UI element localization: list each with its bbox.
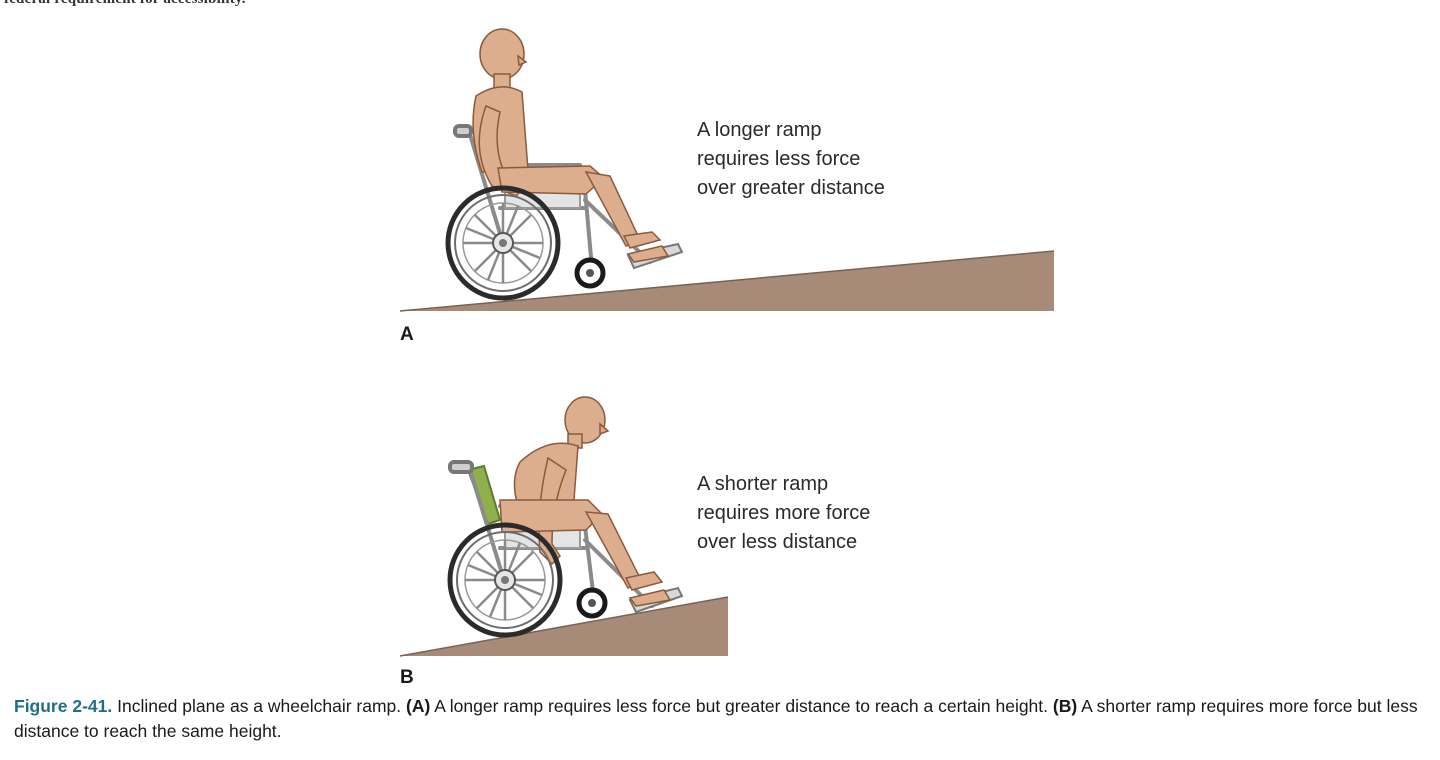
figure-illustration (399, 28, 1055, 657)
page-text-fragment: federal requirement for accessibility. (4, 0, 246, 8)
person-b (499, 396, 672, 607)
panel-b-line-1: A shorter ramp (697, 473, 829, 495)
panel-a-line-1: A longer ramp (697, 119, 822, 141)
caption-a-text: A longer ramp requires less force but gr… (430, 696, 1053, 716)
panel-a-line-3: over greater distance (697, 177, 885, 199)
caption-b-text: A shorter ramp requires more force but l… (14, 696, 1418, 741)
panel-b-description: A shorter ramp requires more force over … (697, 470, 870, 557)
panel-a-description: A longer ramp requires less force over g… (697, 116, 885, 203)
figure-number: Figure 2-41. (14, 696, 113, 716)
person-a (472, 28, 670, 263)
panel-b-line-2: requires more force (697, 502, 871, 524)
panel-b-line-3: over less distance (697, 531, 858, 553)
panel-b-drawing (399, 396, 729, 657)
panel-b-label: B (400, 667, 414, 688)
caption-intro: Inclined plane as a wheelchair ramp. (112, 696, 407, 716)
figure-caption: Figure 2-41. Inclined plane as a wheelch… (14, 694, 1429, 744)
panel-a-line-2: requires less force (697, 148, 861, 170)
caption-b-marker: (B) (1052, 696, 1078, 716)
caption-a-marker: (A) (406, 696, 431, 716)
panel-a-drawing (399, 28, 1055, 312)
panel-a-label: A (400, 324, 414, 345)
